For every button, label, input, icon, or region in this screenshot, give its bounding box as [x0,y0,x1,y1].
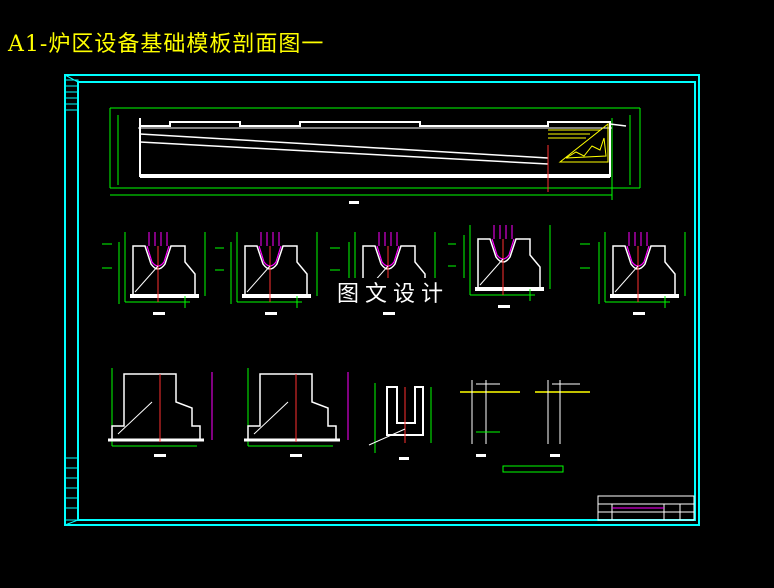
long-section [109,107,641,204]
section-1-5 [597,230,687,317]
section-2-2 [242,366,350,459]
detail-1 [460,380,520,457]
section-2-1 [106,366,214,459]
section-1-2 [229,230,319,317]
title-block [597,495,695,521]
section-2-3 [368,383,432,460]
binding-margin [64,79,79,521]
scale-bar [502,465,564,473]
detail-2 [535,380,590,457]
watermark: 图文设计 [318,278,468,312]
page-title: A1-炉区设备基础模板剖面图一 [8,32,325,57]
inner-frame [77,81,696,521]
outer-frame [64,74,700,526]
section-1-4 [462,223,552,310]
section-1-1 [117,230,207,317]
